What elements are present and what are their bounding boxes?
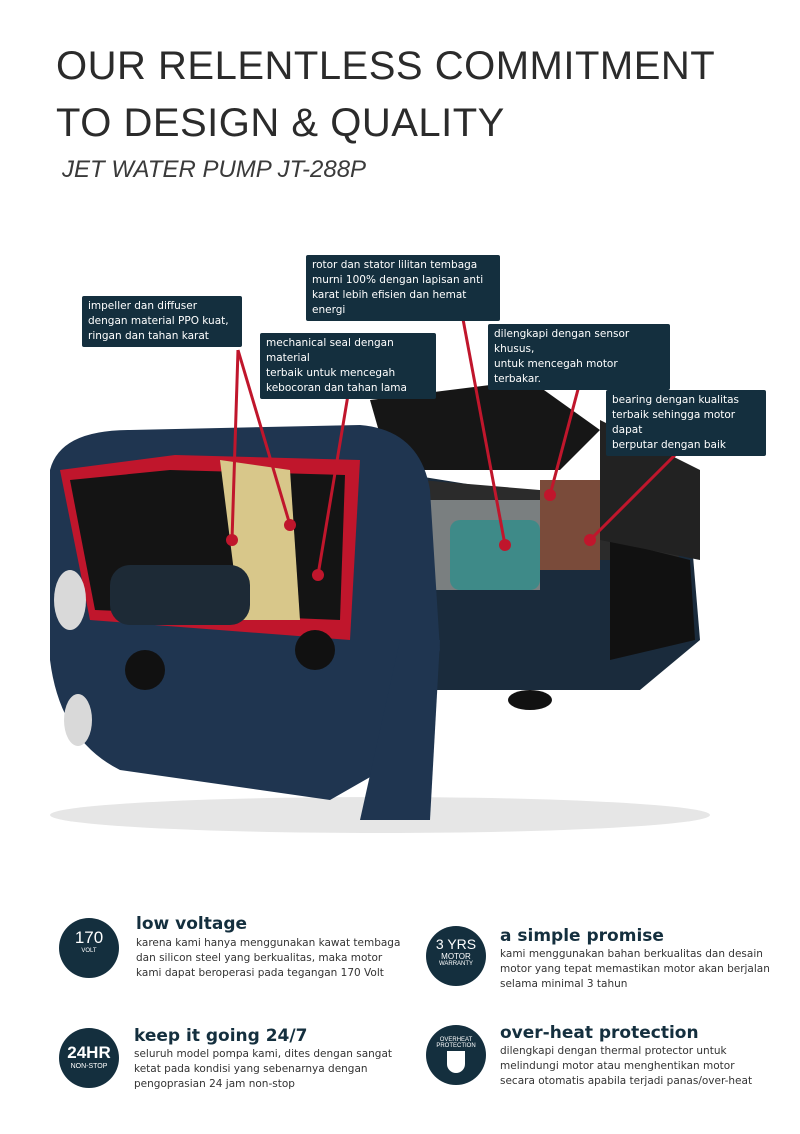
- overheat-badge-icon: OVERHEAT PROTECTION: [426, 1025, 486, 1085]
- feature-line: selama minimal 3 tahun: [500, 978, 628, 990]
- callout-line: terbaik untuk mencegah: [266, 367, 396, 379]
- callout-sensor: dilengkapi dengan sensor khusus, untuk m…: [488, 324, 670, 390]
- badge-text: NON-STOP: [70, 1063, 108, 1070]
- callout-line: karat lebih efisien dan hemat energi: [312, 289, 467, 316]
- callout-line: impeller dan diffuser: [88, 300, 198, 312]
- feature-description: karena kami hanya menggunakan kawat temb…: [136, 936, 400, 981]
- callout-line: terbaik sehingga motor dapat: [612, 409, 736, 436]
- badge-text: VOLT: [81, 948, 97, 954]
- badge-text: 170: [74, 928, 104, 947]
- feature-line: ketat pada kondisi yang sebenarnya denga…: [134, 1063, 368, 1075]
- badge-text: 3 YRS: [435, 936, 477, 952]
- feature-line: dan silicon steel yang berkualitas, maka…: [136, 952, 383, 964]
- pump-cutaway-illustration: [50, 302, 710, 833]
- feature-line: seluruh model pompa kami, dites dengan s…: [134, 1048, 393, 1060]
- feature-description: dilengkapi dengan thermal protector untu…: [500, 1044, 752, 1089]
- feature-line: dilengkapi dengan thermal protector untu…: [500, 1045, 727, 1057]
- callout-mechanical-seal: mechanical seal dengan material terbaik …: [260, 333, 436, 399]
- badge-text: OVERHEAT: [439, 1037, 473, 1043]
- shield-thermometer-icon: [447, 1051, 465, 1073]
- feature-line: pengoprasian 24 jam non-stop: [134, 1078, 295, 1090]
- callout-rotor-stator: rotor dan stator lilitan tembaga murni 1…: [306, 255, 500, 321]
- badge-text: WARRANTY: [438, 961, 474, 967]
- callout-bearing: bearing dengan kualitas terbaik sehingga…: [606, 390, 766, 456]
- feature-line: kami dapat beroperasi pada tegangan 170 …: [136, 967, 384, 979]
- product-name: JET WATER PUMP JT-288P: [62, 156, 367, 183]
- callout-line: ringan dan tahan karat: [88, 330, 209, 342]
- callout-line: mechanical seal dengan material: [266, 337, 394, 364]
- low-voltage-badge-icon: 170 VOLT: [59, 918, 119, 978]
- callout-line: rotor dan stator lilitan tembaga: [312, 259, 478, 271]
- callout-line: untuk mencegah motor terbakar.: [494, 358, 618, 385]
- warranty-badge-icon: 3 YRS MOTOR WARRANTY: [426, 926, 486, 986]
- nonstop-badge-icon: 24HR NON-STOP: [59, 1028, 119, 1088]
- badge-text: PROTECTION: [436, 1043, 476, 1049]
- feature-line: motor yang tepat memastikan motor akan b…: [500, 963, 770, 975]
- badge-text: 24HR: [67, 1043, 111, 1062]
- callout-line: berputar dengan baik: [612, 439, 726, 451]
- callout-line: bearing dengan kualitas: [612, 394, 740, 406]
- feature-line: kami menggunakan bahan berkualitas dan d…: [500, 948, 763, 960]
- callout-line: kebocoran dan tahan lama: [266, 382, 407, 394]
- feature-title: low voltage: [136, 914, 248, 934]
- headline-line-2: TO DESIGN & QUALITY: [56, 101, 505, 145]
- callout-impeller: impeller dan diffuser dengan material PP…: [82, 296, 242, 347]
- callout-line: dengan material PPO kuat,: [88, 315, 229, 327]
- callout-line: murni 100% dengan lapisan anti: [312, 274, 484, 286]
- feature-line: melindungi motor atau menghentikan motor: [500, 1060, 735, 1072]
- feature-line: secara otomatis apabila terjadi panas/ov…: [500, 1075, 753, 1087]
- headline-line-1: OUR RELENTLESS COMMITMENT: [56, 44, 716, 88]
- callout-line: dilengkapi dengan sensor khusus,: [494, 328, 630, 355]
- badge-text: MOTOR: [441, 952, 471, 961]
- feature-description: kami menggunakan bahan berkualitas dan d…: [500, 947, 770, 992]
- feature-title: keep it going 24/7: [134, 1026, 308, 1046]
- feature-line: karena kami hanya menggunakan kawat temb…: [136, 937, 401, 949]
- feature-description: seluruh model pompa kami, dites dengan s…: [134, 1047, 392, 1092]
- feature-title: a simple promise: [500, 926, 664, 946]
- feature-title: over-heat protection: [500, 1023, 699, 1043]
